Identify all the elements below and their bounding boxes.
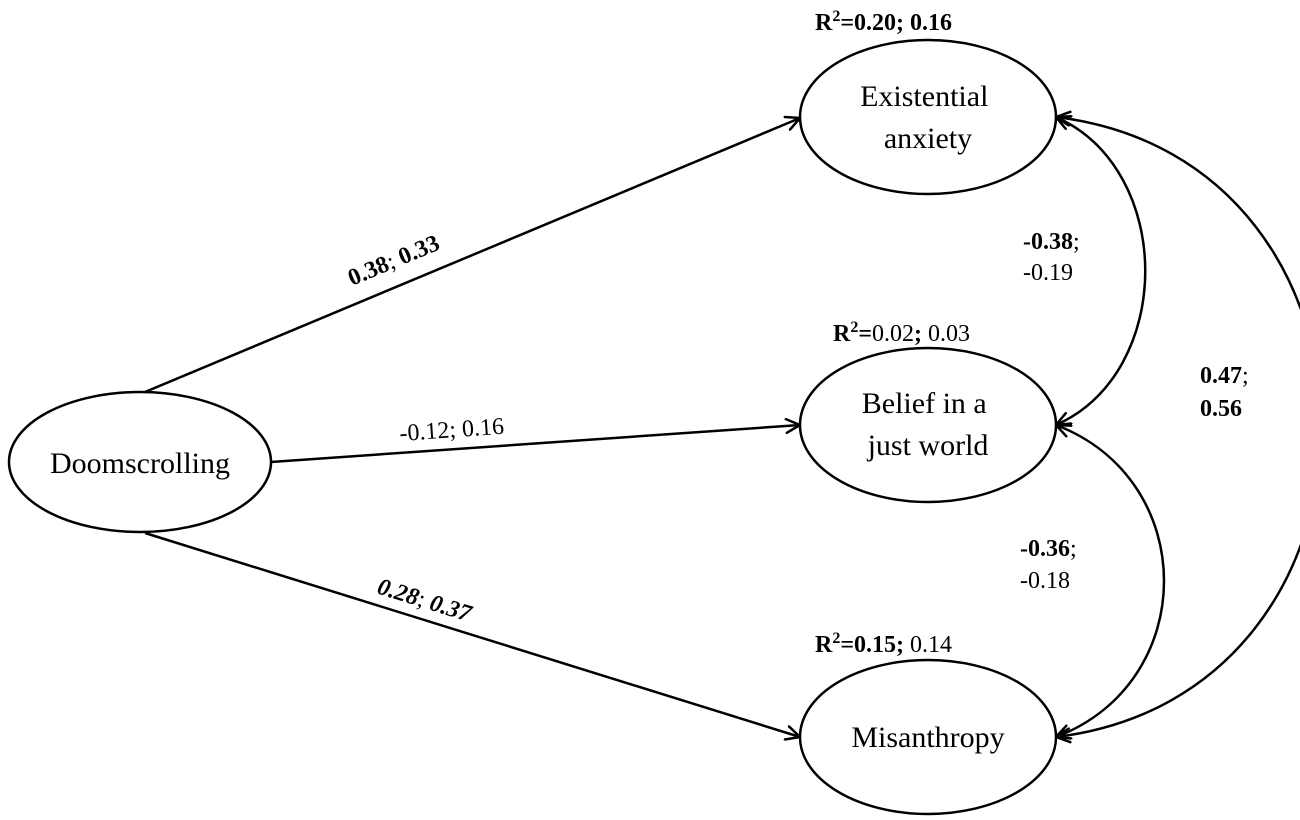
coef-belief-label: -0.12; 0.16 [399,414,505,447]
cov-belief-misanthropy [1056,425,1166,737]
r2-misanthropy-label: R2=0.15; 0.14 [815,630,952,658]
node-misanthropy-label: Misanthropy [851,721,1004,754]
r2-existential-label: R2=0.20; 0.16 [815,8,952,36]
cov-existential-misanthropy-label: 0.47; 0.56 [1200,363,1255,422]
path-doomscrolling-belief [270,425,800,464]
coef-existential-label: 0.38; 0.33 [344,230,443,291]
node-doomscrolling-label: Doomscrolling [50,447,230,480]
cov-existential-belief-label: -0.38; -0.19 [1023,229,1086,286]
node-belief-just-world-label: Belief in a just world [862,387,994,462]
cov-existential-belief [1056,117,1147,425]
path-doomscrolling-existential [144,118,800,394]
cov-belief-misanthropy-label: -0.36; -0.18 [1020,536,1083,594]
node-belief-just-world [798,346,1058,504]
node-existential-anxiety [798,38,1058,196]
node-existential-anxiety-label: Existential anxiety [860,80,996,155]
r2-belief-label: R2=0.02; 0.03 [833,319,970,347]
cov-existential-misanthropy [1056,117,1300,737]
path-doomscrolling-misanthropy [144,531,800,737]
